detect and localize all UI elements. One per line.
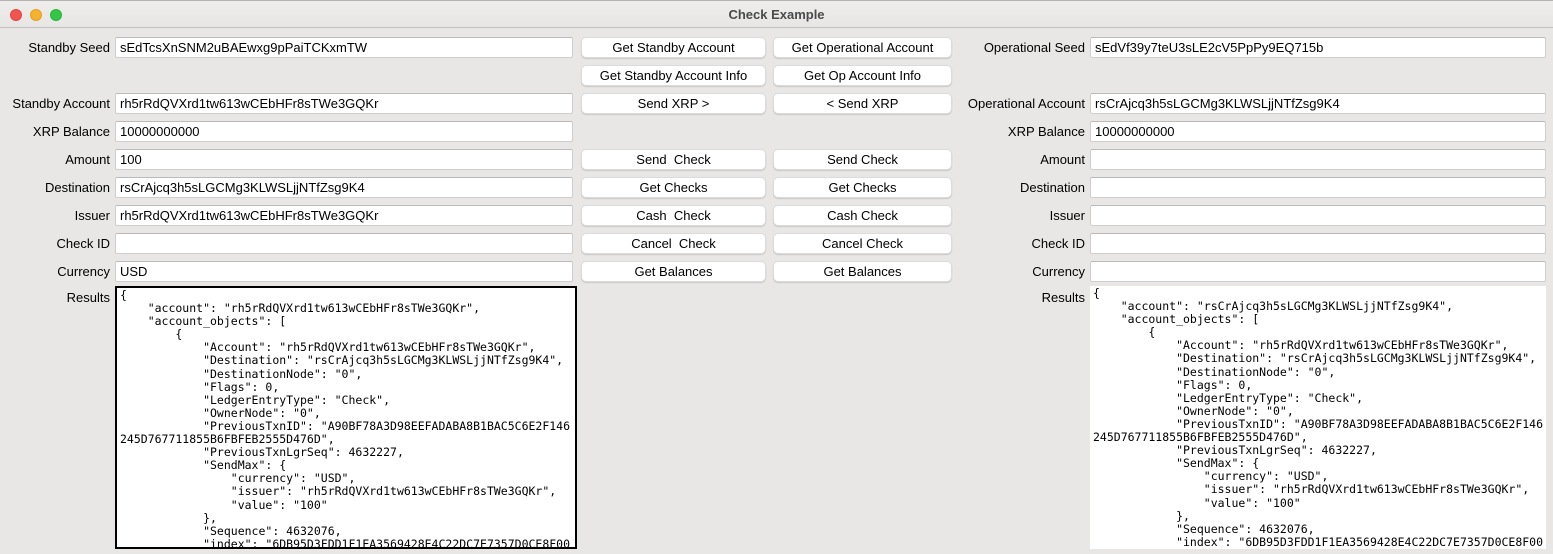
send-xrp-right-button[interactable]: Send XRP > xyxy=(581,93,766,114)
get-op-account-info-button[interactable]: Get Op Account Info xyxy=(773,65,952,86)
get-standby-account-button[interactable]: Get Standby Account xyxy=(581,37,766,58)
operational-xrp-balance-label: XRP Balance xyxy=(1007,124,1085,139)
send-xrp-left-button[interactable]: < Send XRP xyxy=(773,93,952,114)
standby-cancel-check-button[interactable]: Cancel Check xyxy=(581,233,766,254)
operational-currency-input[interactable] xyxy=(1090,261,1546,282)
operational-issuer-input[interactable] xyxy=(1090,205,1546,226)
operational-xrp-balance-input[interactable] xyxy=(1090,121,1546,142)
standby-amount-label: Amount xyxy=(65,152,110,167)
operational-seed-label: Operational Seed xyxy=(983,40,1085,55)
operational-amount-input[interactable] xyxy=(1090,149,1546,170)
operational-results-label: Results xyxy=(1041,290,1085,305)
title-bar: Check Example xyxy=(0,0,1553,28)
close-icon[interactable] xyxy=(10,9,22,21)
operational-amount-label: Amount xyxy=(1040,152,1085,167)
operational-check-id-input[interactable] xyxy=(1090,233,1546,254)
operational-account-label: Operational Account xyxy=(967,96,1085,111)
standby-seed-label: Standby Seed xyxy=(28,40,110,55)
operational-seed-input[interactable] xyxy=(1090,37,1546,58)
standby-cash-check-button[interactable]: Cash Check xyxy=(581,205,766,226)
operational-cancel-check-button[interactable]: Cancel Check xyxy=(773,233,952,254)
standby-issuer-input[interactable] xyxy=(115,205,573,226)
operational-account-input[interactable] xyxy=(1090,93,1546,114)
standby-account-input[interactable] xyxy=(115,93,573,114)
operational-results-textarea[interactable]: { "account": "rsCrAjcq3h5sLGCMg3KLWSLjjN… xyxy=(1090,286,1546,549)
operational-get-balances-button[interactable]: Get Balances xyxy=(773,261,952,282)
standby-xrp-balance-label: XRP Balance xyxy=(32,124,110,139)
standby-check-id-label: Check ID xyxy=(56,236,110,251)
standby-xrp-balance-input[interactable] xyxy=(115,121,573,142)
get-standby-account-info-button[interactable]: Get Standby Account Info xyxy=(581,65,766,86)
zoom-icon[interactable] xyxy=(50,9,62,21)
standby-get-checks-button[interactable]: Get Checks xyxy=(581,177,766,198)
operational-issuer-label: Issuer xyxy=(1049,208,1085,223)
standby-account-label: Standby Account xyxy=(12,96,110,111)
standby-results-label: Results xyxy=(66,290,110,305)
operational-cash-check-button[interactable]: Cash Check xyxy=(773,205,952,226)
standby-destination-label: Destination xyxy=(44,180,110,195)
get-operational-account-button[interactable]: Get Operational Account xyxy=(773,37,952,58)
standby-currency-label: Currency xyxy=(57,264,110,279)
standby-send-check-button[interactable]: Send Check xyxy=(581,149,766,170)
minimize-icon[interactable] xyxy=(30,9,42,21)
standby-results-textarea[interactable]: { "account": "rh5rRdQVXrd1tw613wCEbHFr8s… xyxy=(115,286,577,549)
window-title: Check Example xyxy=(728,7,825,22)
standby-check-id-input[interactable] xyxy=(115,233,573,254)
standby-issuer-label: Issuer xyxy=(74,208,110,223)
standby-amount-input[interactable] xyxy=(115,149,573,170)
standby-seed-input[interactable] xyxy=(115,37,573,58)
operational-currency-label: Currency xyxy=(1032,264,1085,279)
operational-get-checks-button[interactable]: Get Checks xyxy=(773,177,952,198)
operational-check-id-label: Check ID xyxy=(1031,236,1085,251)
standby-destination-input[interactable] xyxy=(115,177,573,198)
standby-currency-input[interactable] xyxy=(115,261,573,282)
standby-get-balances-button[interactable]: Get Balances xyxy=(581,261,766,282)
operational-destination-input[interactable] xyxy=(1090,177,1546,198)
operational-send-check-button[interactable]: Send Check xyxy=(773,149,952,170)
operational-destination-label: Destination xyxy=(1019,180,1085,195)
